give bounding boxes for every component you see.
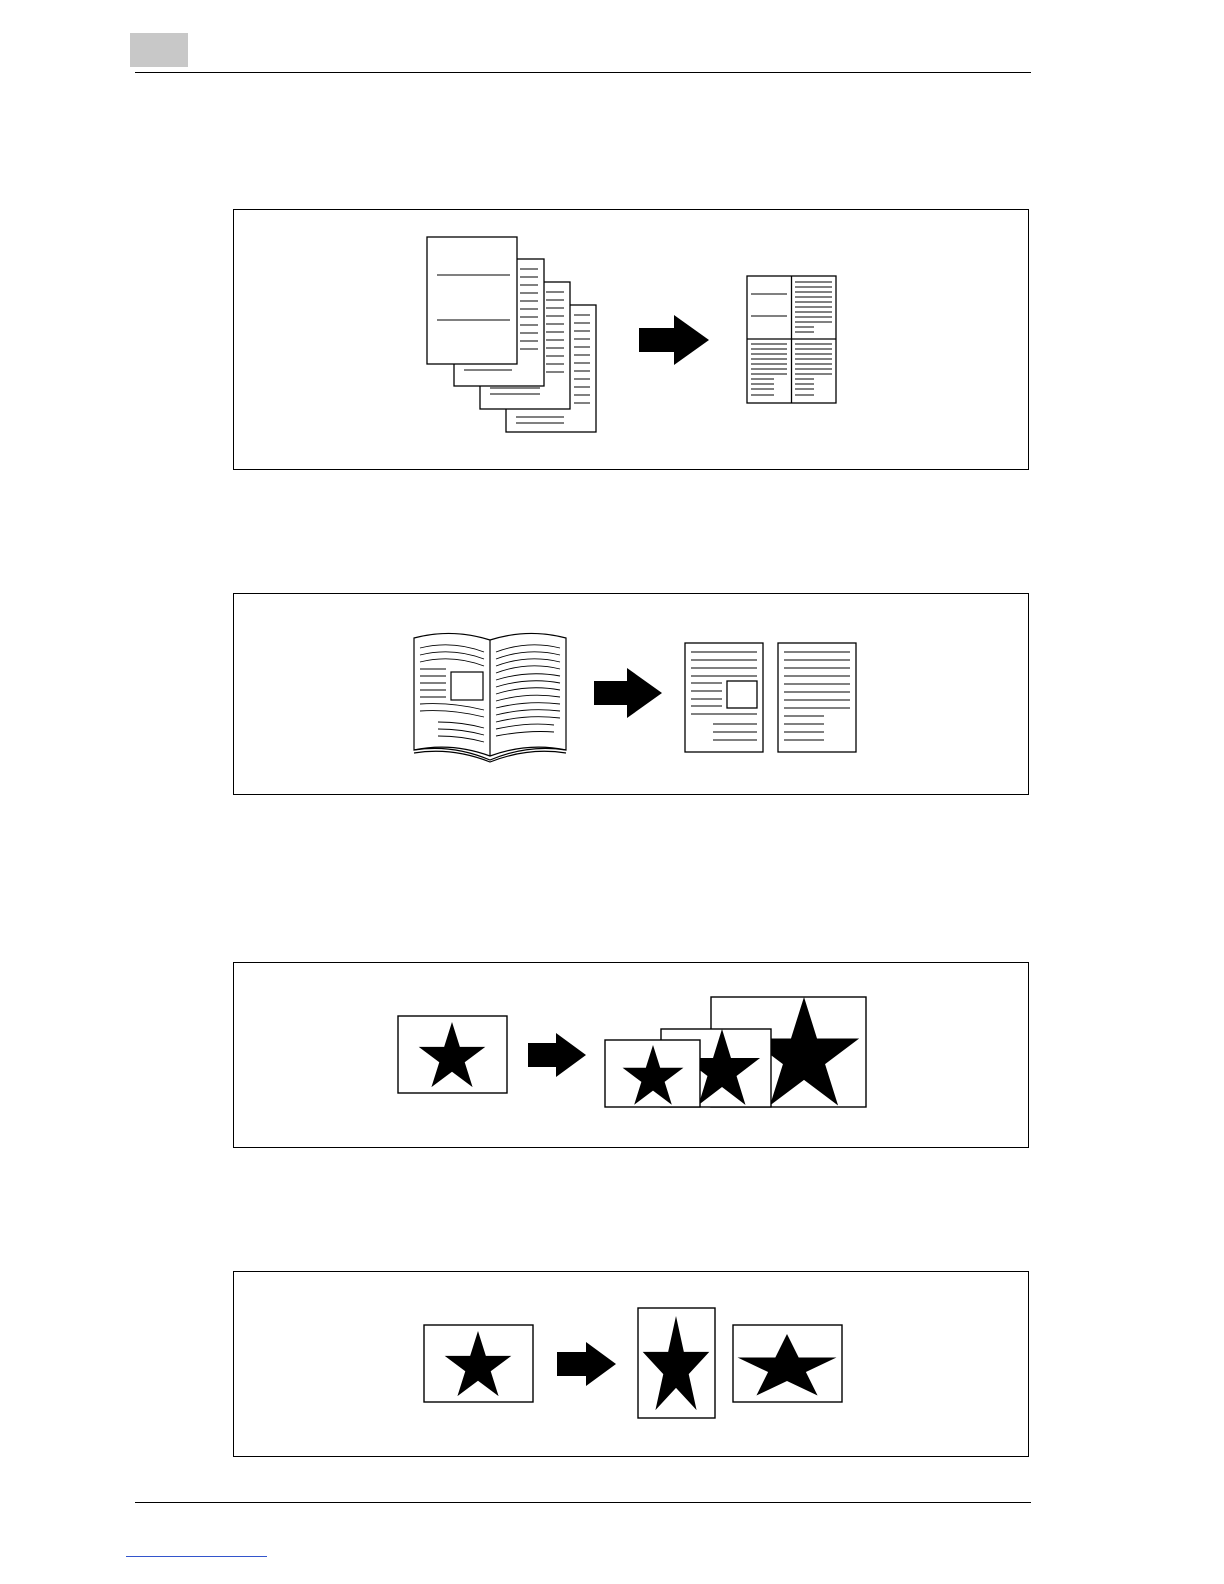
open-book-icon	[414, 633, 566, 762]
enlarge-sizes-svg	[234, 963, 1030, 1149]
arrow-right-icon	[528, 1033, 586, 1077]
header-rule	[135, 72, 1031, 73]
combine-pages-svg	[234, 210, 1030, 471]
star-page-icon	[398, 1016, 507, 1093]
page-with-image-icon	[685, 643, 763, 752]
text-page-icon	[778, 643, 856, 752]
illustration-combine-pages	[233, 209, 1029, 470]
illustration-enlarge-sizes	[233, 962, 1029, 1148]
illustration-book-separation	[233, 593, 1029, 795]
star-page-icon	[424, 1325, 533, 1402]
footer-link-underline[interactable]	[126, 1556, 267, 1557]
star-page-sizes-icon	[605, 997, 866, 1107]
chapter-tab	[130, 33, 188, 67]
arrow-right-icon	[639, 315, 709, 365]
arrow-right-icon	[594, 668, 662, 718]
star-page-tall-icon	[638, 1308, 715, 1418]
combined-4-up-page-icon	[747, 276, 836, 403]
book-separation-svg	[234, 594, 1030, 796]
illustration-stretch-dimensions	[233, 1271, 1029, 1457]
arrow-right-icon	[557, 1342, 616, 1386]
page-stack-icon	[427, 237, 596, 432]
star-page-wide-icon	[733, 1325, 842, 1402]
stretch-dimensions-svg	[234, 1272, 1030, 1458]
footer-rule	[135, 1502, 1031, 1503]
